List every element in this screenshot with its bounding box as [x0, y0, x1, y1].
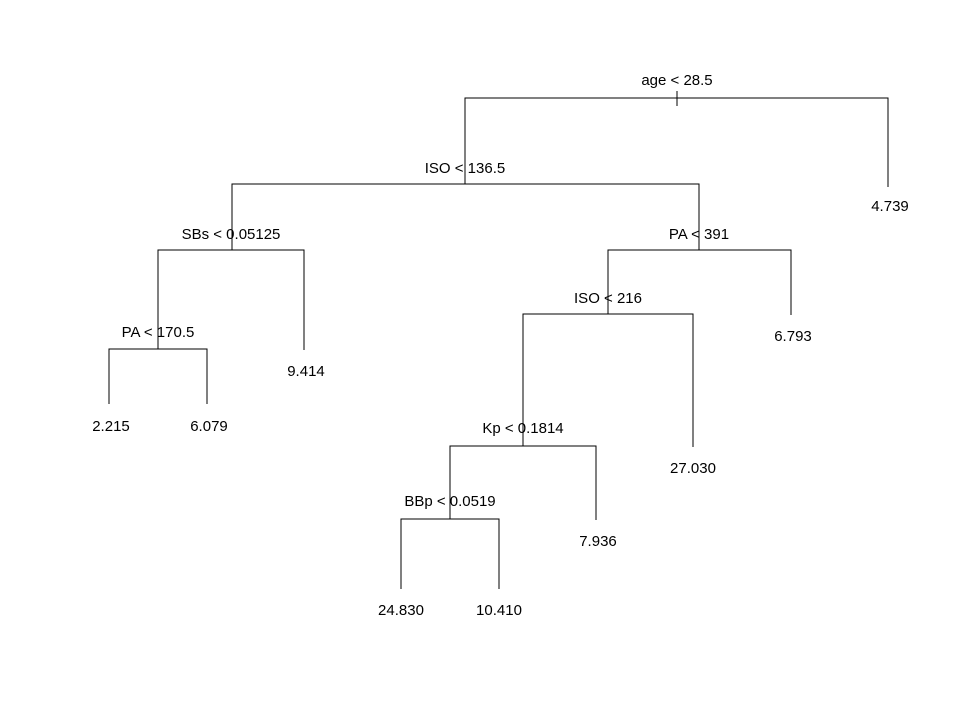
- leaf-value: 9.414: [287, 363, 325, 380]
- leaf-value: 10.410: [476, 602, 522, 619]
- leaf-value: 2.215: [92, 418, 130, 435]
- tree-branches: [108, 91, 889, 589]
- split-labels: age < 28.5 ISO < 136.5 SBs < 0.05125 PA …: [122, 72, 729, 510]
- leaf-value: 4.739: [871, 198, 909, 215]
- branch-root: [464, 97, 889, 187]
- leaf-value: 7.936: [579, 533, 617, 550]
- split-label-age: age < 28.5: [641, 72, 712, 89]
- branch-bbp: [400, 518, 500, 589]
- leaf-value: 24.830: [378, 602, 424, 619]
- leaf-value: 6.079: [190, 418, 228, 435]
- split-label-bbp: BBp < 0.0519: [404, 493, 495, 510]
- split-label-iso-216: ISO < 216: [574, 290, 642, 307]
- split-label-iso-136: ISO < 136.5: [425, 160, 505, 177]
- split-label-pa-391: PA < 391: [669, 226, 729, 243]
- split-label-pa-170: PA < 170.5: [122, 324, 195, 341]
- branch-sbs: [157, 249, 305, 350]
- split-label-sbs: SBs < 0.05125: [182, 226, 281, 243]
- leaf-value: 27.030: [670, 460, 716, 477]
- branch-pa-391: [607, 249, 792, 315]
- branch-iso-216: [522, 313, 694, 447]
- split-label-kp: Kp < 0.1814: [482, 420, 563, 437]
- branch-pa-170: [108, 348, 208, 404]
- leaf-value: 6.793: [774, 328, 812, 345]
- leaf-values: 2.215 6.079 9.414 24.830 10.410 7.936 27…: [92, 198, 909, 619]
- branch-iso-136: [231, 183, 700, 250]
- branch-kp: [449, 445, 597, 520]
